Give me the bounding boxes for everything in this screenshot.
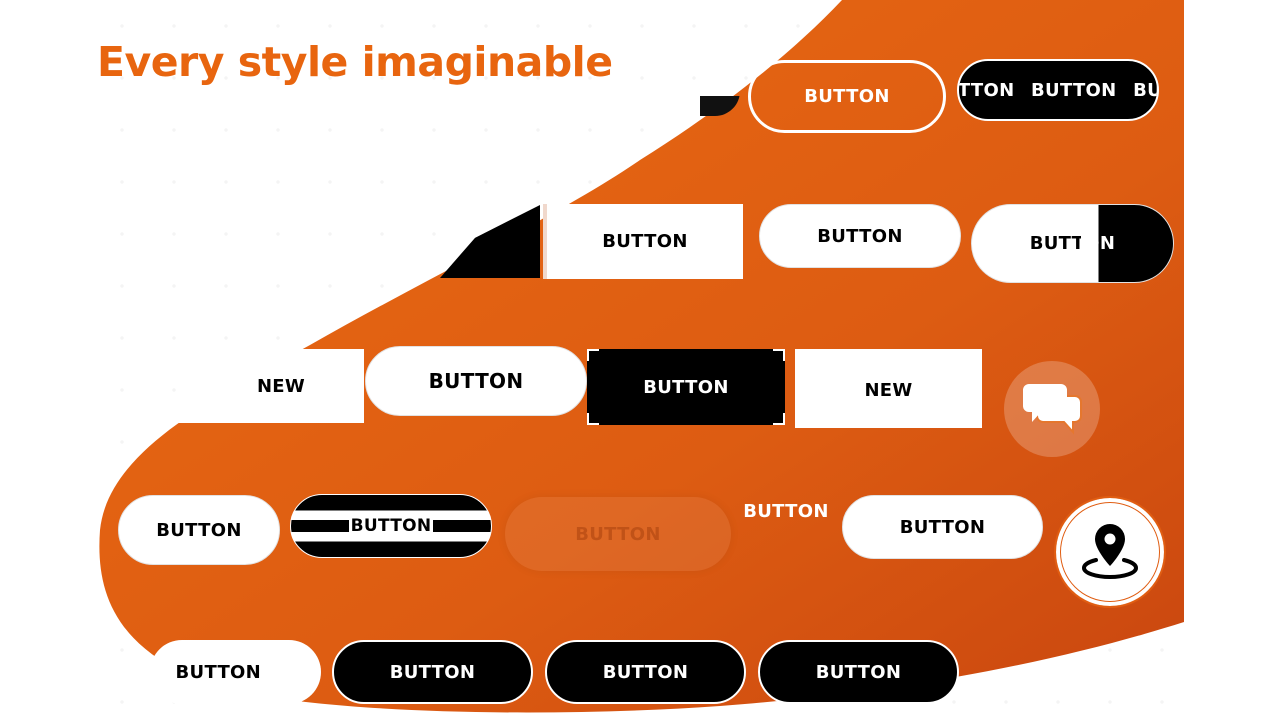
page-title: Every style imaginable [97,38,613,86]
button-label: BUTTON [815,661,902,683]
corner-mark-bottom-right [773,413,785,425]
button-label: BUTTON [575,523,661,545]
button-label: BUTTON [804,86,890,107]
button-pill-black-3[interactable]: BUTTON [758,640,959,704]
button-square-shadow[interactable]: BUTTON [547,204,743,279]
button-text-only[interactable]: BUTTON [740,494,832,528]
button-pill-white-medium[interactable]: BUTTON [842,495,1043,559]
location-button[interactable] [1054,496,1166,608]
button-pill-black-1[interactable]: BUTTON [332,640,533,704]
button-new-square[interactable]: NEW [168,349,364,423]
button-label: BUTTON BUTTON BUTTON [957,79,1157,101]
button-pill-black-2[interactable]: BUTTON [545,640,746,704]
button-label: BUTTON [428,369,524,393]
button-label: BUTTON [602,661,689,683]
corner-mark-bottom-left [587,413,599,425]
button-label: BUTTON [156,519,242,541]
corner-mark-top-left [587,349,599,361]
button-outline-white[interactable]: BUTTON [748,60,946,133]
button-pill-white-clipped[interactable]: BUTTON [150,640,321,704]
button-ghost[interactable]: BUTTON [505,497,731,571]
right-margin [1184,0,1280,720]
button-label: BUTTON [389,661,476,683]
button-label: BUTTON [743,500,829,522]
button-label: BUTTON [817,225,903,247]
button-pill-split-fill[interactable]: BUTTON [971,204,1174,283]
button-label: BUTTON [348,516,434,536]
button-pill-white-small[interactable]: BUTTON [118,495,280,565]
button-label: BUTTON [899,516,986,538]
button-striped[interactable]: BUTTON [290,494,492,558]
button-label: BUTTON [643,376,729,398]
button-marquee[interactable]: BUTTON BUTTON BUTTON [957,59,1159,121]
map-pin-icon [1081,524,1139,580]
button-black-cornered[interactable]: BUTTON [587,349,785,425]
button-label: NEW [256,375,306,397]
button-label: BUTTON [175,661,261,683]
button-label: BUTTON [602,231,688,252]
button-new-square-2[interactable]: NEW [795,349,982,428]
chat-bubbles-icon [1023,384,1082,435]
button-pill-large[interactable]: BUTTON [365,346,587,416]
button-pill-white[interactable]: BUTTON [759,204,961,268]
chat-button[interactable] [1004,361,1100,457]
corner-mark-top-right [773,349,785,361]
button-label: NEW [864,380,913,401]
button-label: BUTTON [1029,233,1116,254]
button-dark-partial[interactable] [700,96,740,116]
